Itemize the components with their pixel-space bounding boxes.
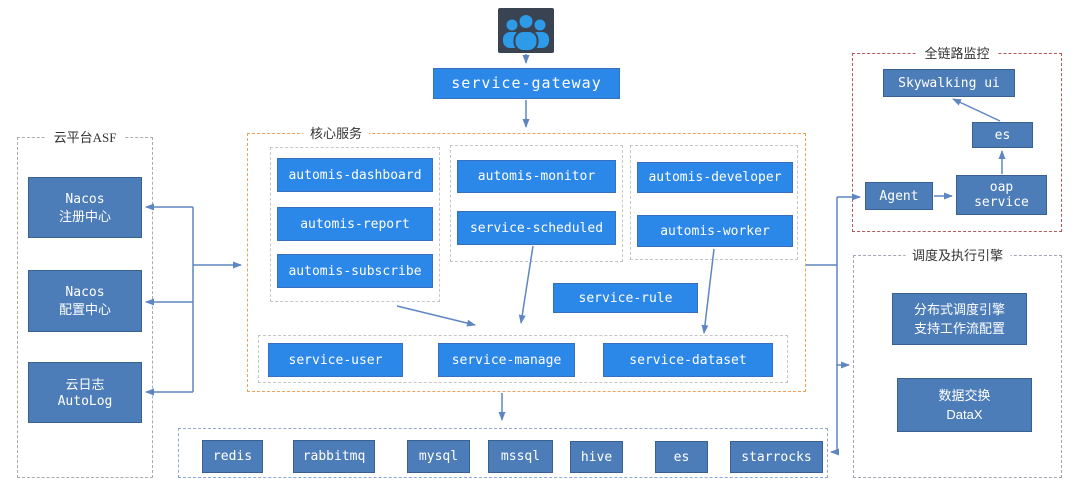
dist-scheduler-line2: 支持工作流配置 — [913, 321, 1005, 336]
node-es-storage: es — [655, 441, 708, 473]
node-dist-scheduler: 分布式调度引擎 支持工作流配置 — [892, 293, 1027, 345]
node-automis-developer: automis-developer — [637, 162, 793, 193]
node-automis-dashboard: automis-dashboard — [277, 158, 433, 192]
mysql-label: mysql — [418, 449, 459, 464]
node-service-dataset: service-dataset — [603, 343, 773, 377]
monitor-panel-title: 全链路监控 — [917, 45, 997, 62]
node-nacos-config: Nacos 配置中心 — [28, 270, 142, 332]
core-panel-title: 核心服务 — [303, 125, 370, 142]
oap-line1: oap — [989, 180, 1014, 195]
nacos-config-line2: 配置中心 — [58, 302, 111, 317]
panel-core-services: 核心服务 — [247, 125, 806, 392]
node-mysql: mysql — [407, 440, 470, 473]
es-monitor-label: es — [994, 127, 1011, 143]
node-hive: hive — [570, 441, 623, 473]
node-skywalking-ui: Skywalking ui — [883, 69, 1015, 97]
autolog-line1: 云日志 — [65, 376, 105, 392]
service-dataset-label: service-dataset — [629, 352, 747, 368]
nacos-registry-line1: Nacos — [65, 191, 105, 207]
nacos-config-line1: Nacos — [65, 285, 105, 300]
panel-scheduling-engine: 调度及执行引擎 — [853, 247, 1062, 478]
cloud-panel-title: 云平台ASF — [46, 129, 124, 146]
rabbitmq-label: rabbitmq — [302, 449, 366, 464]
node-autolog: 云日志 AutoLog — [28, 362, 142, 423]
node-service-gateway: service-gateway — [433, 68, 620, 99]
mssql-label: mssql — [500, 449, 541, 464]
service-rule-label: service-rule — [578, 290, 673, 306]
group-monitor-services — [450, 145, 623, 262]
automis-developer-label: automis-developer — [648, 170, 782, 185]
group-base-services — [258, 335, 788, 383]
node-mssql: mssql — [488, 440, 553, 473]
node-service-manage: service-manage — [438, 343, 575, 377]
agent-label: Agent — [879, 188, 919, 204]
automis-worker-label: automis-worker — [660, 223, 770, 239]
service-manage-label: service-manage — [451, 352, 562, 368]
automis-report-label: automis-report — [300, 216, 410, 232]
datax-line1: 数据交换 — [938, 388, 991, 403]
automis-monitor-label: automis-monitor — [477, 169, 596, 184]
es-storage-label: es — [673, 449, 690, 465]
autolog-line2: AutoLog — [57, 393, 113, 409]
automis-dashboard-label: automis-dashboard — [288, 167, 422, 183]
node-starrocks: starrocks — [730, 441, 823, 473]
node-es-monitor: es — [972, 122, 1033, 148]
service-scheduled-label: service-scheduled — [469, 220, 604, 236]
node-service-rule: service-rule — [553, 283, 698, 313]
node-rabbitmq: rabbitmq — [293, 440, 375, 473]
node-nacos-registry: Nacos 注册中心 — [28, 177, 142, 238]
nacos-registry-line2: 注册中心 — [58, 208, 111, 224]
node-oap-service: oap service — [956, 175, 1047, 215]
panel-tracing-monitor: 全链路监控 — [852, 45, 1062, 232]
datax-line2: DataX — [946, 407, 983, 422]
service-gateway-label: service-gateway — [451, 74, 602, 92]
engine-panel-title: 调度及执行引擎 — [904, 247, 1011, 264]
node-redis: redis — [202, 440, 263, 473]
dist-scheduler-line1: 分布式调度引擎 — [913, 302, 1005, 317]
oap-line2: service — [974, 195, 1029, 210]
panel-cloud-asf: 云平台ASF — [17, 129, 153, 478]
node-automis-subscribe: automis-subscribe — [277, 254, 433, 288]
group-dashboard-services — [270, 147, 440, 302]
node-service-user: service-user — [268, 343, 403, 377]
node-datax: 数据交换 DataX — [897, 378, 1032, 432]
node-automis-worker: automis-worker — [637, 215, 793, 247]
node-automis-report: automis-report — [277, 207, 433, 241]
automis-subscribe-label: automis-subscribe — [288, 263, 422, 279]
service-user-label: service-user — [288, 352, 383, 368]
starrocks-label: starrocks — [741, 449, 812, 465]
node-service-scheduled: service-scheduled — [457, 211, 616, 245]
panel-storage — [178, 428, 828, 478]
skywalking-ui-label: Skywalking ui — [898, 75, 1000, 91]
hive-label: hive — [580, 449, 613, 465]
redis-label: redis — [212, 449, 253, 464]
node-agent: Agent — [865, 182, 933, 210]
node-automis-monitor: automis-monitor — [457, 160, 616, 193]
users-icon — [498, 8, 554, 53]
